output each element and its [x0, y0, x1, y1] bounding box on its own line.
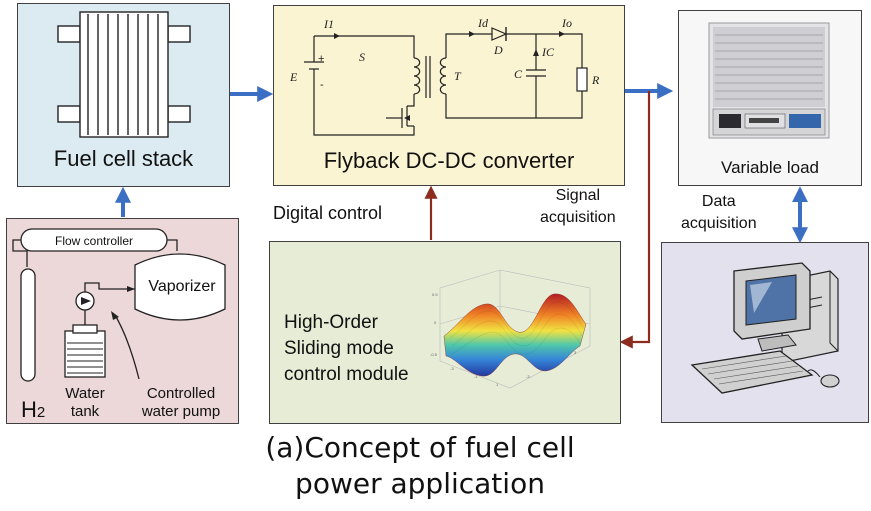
electronic-load-icon — [708, 22, 830, 139]
symbol-c: C — [514, 67, 523, 81]
digital-control-label: Digital control — [273, 203, 383, 223]
sliding-mode-surface-plot: 0.5 0 -0.5 -3 -1 1 -3 1 3 — [430, 269, 591, 389]
symbol-s: S — [359, 50, 365, 64]
symbol-t: T — [454, 69, 462, 83]
flyback-converter-box: I1 Id Io IC E S T D C R + - Flyback DC-D… — [273, 5, 625, 186]
data-acq-line1: Data — [701, 193, 736, 210]
data-acq-line2: acquisition — [681, 215, 757, 232]
fuel-cell-label: Fuel cell stack — [53, 146, 194, 171]
arrow-signal-acquisition — [619, 91, 651, 349]
symbol-r: R — [591, 73, 600, 87]
symbol-plus: + — [318, 53, 324, 65]
supply-system-diagram — [12, 228, 226, 382]
caption-line1: (a)Concept of fuel cell — [265, 431, 575, 464]
controlled-pump-label: Controlled water pump — [125, 385, 237, 421]
symbol-i1: I1 — [323, 17, 334, 31]
supply-system-box: Flow controller Vaporizer H2 Water tank … — [6, 218, 239, 424]
svg-text:1: 1 — [496, 382, 499, 387]
flow-controller-label: Flow controller — [54, 234, 134, 248]
signal-acquisition-label: Signal acquisition — [540, 185, 616, 229]
controller-line2: Sliding mode — [284, 338, 394, 359]
water-tank-line1: Water — [65, 385, 105, 402]
variable-load-box: Variable load — [678, 10, 862, 186]
water-tank-line2: tank — [70, 403, 100, 420]
symbol-id: Id — [477, 16, 489, 30]
figure-caption: (a)Concept of fuel cell power applicatio… — [200, 430, 640, 502]
svg-text:3: 3 — [574, 350, 577, 355]
signal-acq-line2: acquisition — [540, 209, 616, 226]
computer-icon — [690, 262, 840, 394]
symbol-ic: IC — [541, 45, 555, 59]
svg-text:0: 0 — [434, 320, 437, 325]
variable-load-label: Variable load — [721, 158, 819, 177]
symbol-minus: - — [320, 79, 324, 91]
svg-text:1: 1 — [550, 362, 553, 367]
flyback-circuit-diagram: I1 Id Io IC E S T D C R + - — [289, 16, 600, 136]
controller-line3: control module — [284, 364, 409, 385]
controller-line1: High-Order — [284, 312, 378, 333]
svg-text:0.5: 0.5 — [432, 292, 438, 297]
fuel-cell-stack-box: Fuel cell stack — [17, 3, 230, 187]
signal-acq-line1: Signal — [555, 187, 601, 204]
vaporizer-label: Vaporizer — [148, 278, 216, 295]
symbol-e: E — [289, 70, 298, 84]
symbol-io: Io — [561, 16, 572, 30]
h2-subscript: 2 — [36, 404, 46, 421]
pump-line1: Controlled — [146, 385, 216, 402]
caption-line2: power application — [295, 467, 545, 500]
control-module-box: High-Order Sliding mode control module 0… — [269, 241, 621, 424]
data-acquisition-label: Data acquisition — [681, 191, 757, 235]
svg-text:-3: -3 — [450, 366, 454, 371]
h2-text: H — [21, 397, 37, 422]
fuel-cell-stack-icon — [57, 11, 191, 138]
h2-label: H2 — [21, 397, 45, 423]
controller-label: High-Order Sliding mode control module — [284, 310, 409, 388]
converter-label: Flyback DC-DC converter — [323, 148, 575, 173]
water-tank-label: Water tank — [63, 385, 107, 421]
pump-line2: water pump — [141, 403, 221, 420]
computer-box — [661, 242, 869, 423]
svg-text:-3: -3 — [526, 374, 530, 379]
svg-text:-1: -1 — [474, 374, 478, 379]
symbol-d: D — [493, 43, 503, 57]
svg-text:-0.5: -0.5 — [430, 352, 438, 357]
